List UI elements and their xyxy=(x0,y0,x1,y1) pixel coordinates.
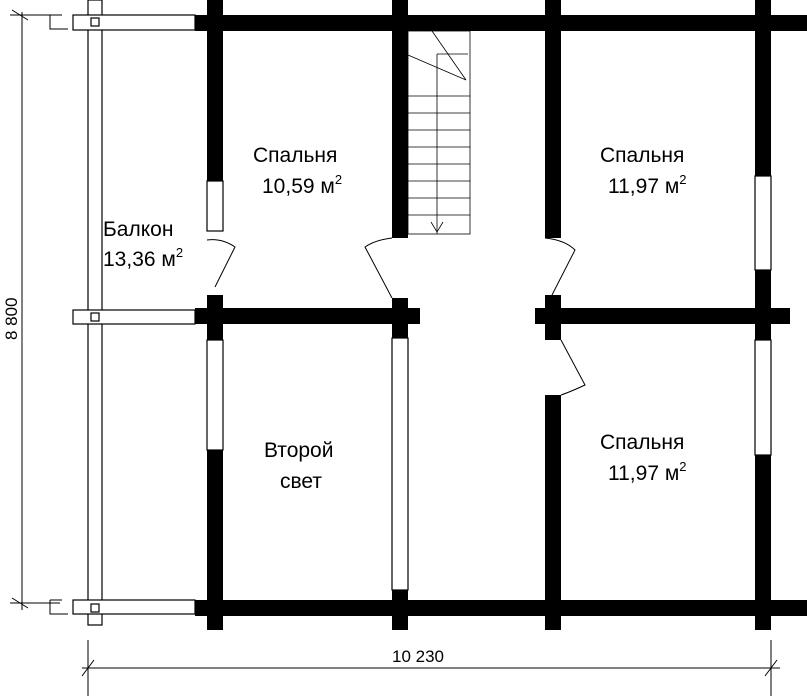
windows xyxy=(206,175,772,591)
area-superscript: 2 xyxy=(679,172,686,187)
dimension-height-label: 8 800 xyxy=(2,297,21,340)
room-name: Балкон xyxy=(103,218,173,241)
room-name: Спальня xyxy=(253,144,337,167)
svg-text:10,59 м2: 10,59 м2 xyxy=(262,172,342,198)
room-area: 10,59 м xyxy=(262,175,335,198)
room-label-second-light: Второй свет xyxy=(264,439,333,493)
room-label-balcony: Балкон 13,36 м2 xyxy=(103,218,183,271)
walls xyxy=(195,0,807,630)
svg-text:11,97 м2: 11,97 м2 xyxy=(608,459,687,485)
dimension-height xyxy=(10,9,60,610)
room-area: 11,97 м xyxy=(608,462,679,485)
room-label-bedroom-2: Спальня 11,97 м2 xyxy=(600,144,687,198)
staircase xyxy=(407,30,471,235)
area-superscript: 2 xyxy=(176,245,183,260)
room-area: 11,97 м xyxy=(608,175,679,198)
dimension-width-label: 10 230 xyxy=(392,647,444,666)
room-name: Спальня xyxy=(600,144,684,167)
room-label-bedroom-1: Спальня 10,59 м2 xyxy=(253,144,342,198)
balcony-railing xyxy=(49,0,196,626)
doors xyxy=(206,237,586,396)
svg-text:13,36 м2: 13,36 м2 xyxy=(103,245,183,271)
room-area: 13,36 м xyxy=(103,248,176,271)
room-name: Второй xyxy=(264,439,333,462)
svg-text:11,97 м2: 11,97 м2 xyxy=(608,172,687,198)
room-name: Спальня xyxy=(600,431,684,454)
area-superscript: 2 xyxy=(679,459,686,474)
area-superscript: 2 xyxy=(335,172,342,187)
room-subname: свет xyxy=(280,470,322,493)
room-label-bedroom-3: Спальня 11,97 м2 xyxy=(600,431,687,485)
dimension-width xyxy=(81,640,780,696)
